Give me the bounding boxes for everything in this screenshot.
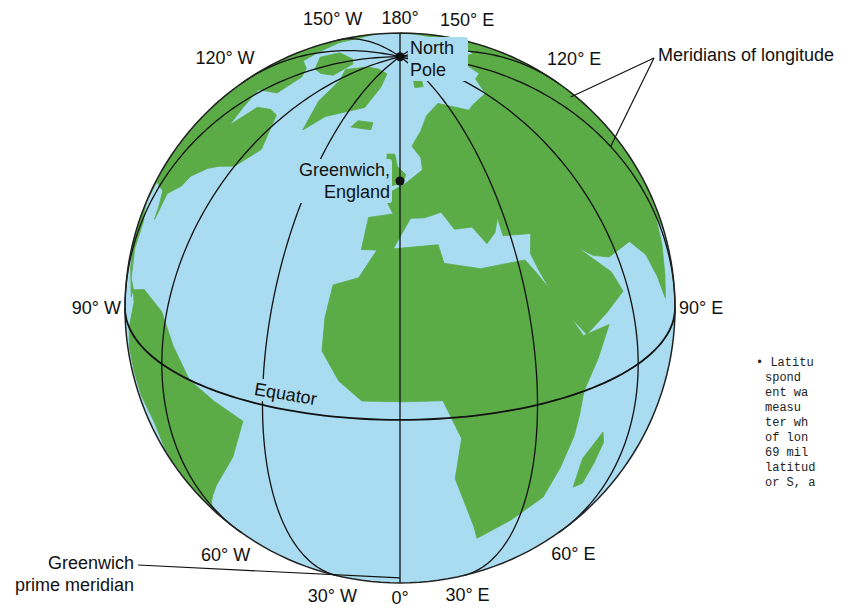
callout-label: Equator [251,378,321,411]
callout-label: North Pole [408,37,468,81]
meridian-line [400,57,638,533]
callout-label: Meridians of longitude [658,44,834,66]
meridian-line [337,39,400,57]
meridian-label: 180° [381,7,418,29]
meridian-line [400,57,675,308]
globe-outline [125,33,675,583]
meridian-label: 150° W [303,8,362,30]
callout-label: Greenwich, England [290,159,392,203]
ocean [125,33,675,583]
equator-line [125,308,675,420]
land-mass [573,432,603,487]
meridian-line [399,57,400,583]
note-text: 69 mil [765,446,808,461]
meridian-label: 90° W [72,297,121,319]
note-text: spond [765,371,801,386]
meridian-label: 150° E [440,9,494,31]
meridian-line [162,57,400,533]
note-text: ter wh [765,416,808,431]
meridian-line [125,57,400,308]
meridian-label: 120° E [547,48,601,70]
meridian-label: 120° W [195,47,254,69]
note-text: or S, a [765,476,815,491]
note-text: latitud [765,461,815,476]
note-text: ent wa [765,386,808,401]
land-mass [400,33,665,334]
note-text: • Latitu [756,356,814,371]
meridian-label: 0° [391,587,408,609]
meridian-label: 30° W [308,585,357,607]
meridian-line [400,57,538,576]
meridian-label: 90° E [679,297,723,319]
callout-label: Greenwich prime meridian [8,552,134,596]
note-text: measu [765,401,801,416]
land-mass [351,121,373,130]
note-text: of lon [765,431,808,446]
meridian-label: 60° W [201,544,250,566]
leader-line [138,565,400,578]
meridian-label: 30° E [445,584,489,606]
leader-line [611,58,654,147]
location-dot [396,177,405,186]
location-dot [396,52,405,61]
meridian-line [263,57,401,576]
meridian-label: 60° E [551,543,595,565]
